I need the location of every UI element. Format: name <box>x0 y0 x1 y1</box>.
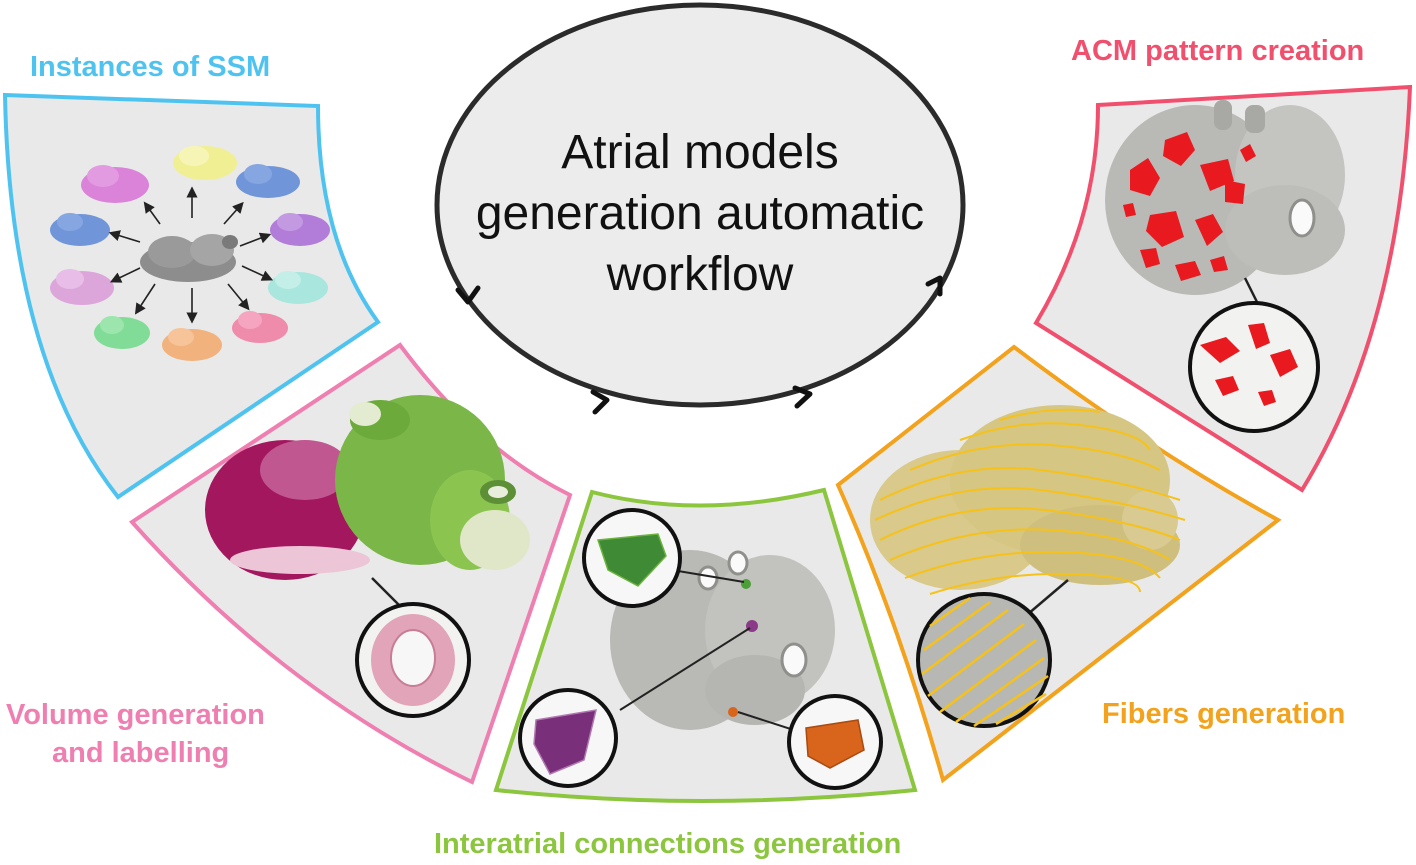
acm-label: ACM pattern creation <box>1071 35 1364 67</box>
volume-label-line1: Volume generation <box>6 699 265 731</box>
ssm-instances <box>50 146 330 361</box>
center-cycle: Atrial models generation automatic workf… <box>434 2 966 415</box>
ssm-mean-shape <box>140 234 238 282</box>
cycle-ellipse <box>434 2 966 408</box>
acm-fibrosis-pattern <box>1123 132 1256 281</box>
cycle-arrow-2 <box>590 389 610 415</box>
ssm-instance-7 <box>268 271 328 304</box>
interatrial-panel: Interatrial connections generation <box>434 487 918 860</box>
interatrial-inset-purple <box>518 688 618 788</box>
ssm-instance-4 <box>50 213 110 246</box>
center-title-line3: workflow <box>606 248 794 301</box>
fibers-strands <box>874 408 1186 595</box>
fibers-zoom-inset <box>916 592 1052 728</box>
volume-atrium-mesh <box>205 395 530 580</box>
cycle-arrow-1 <box>455 285 481 305</box>
volume-label-line2: and labelling <box>52 737 229 769</box>
ssm-panel: Instances of SSM <box>2 51 381 500</box>
fibers-label: Fibers generation <box>1102 698 1345 730</box>
volume-zoom-inset <box>355 602 471 718</box>
center-title-line2: generation automatic <box>476 187 924 240</box>
cycle-arrow-4 <box>925 275 943 297</box>
interatrial-inset-orange <box>787 694 883 790</box>
ssm-instance-1 <box>81 165 149 203</box>
fibers-panel: Fibers generation <box>835 344 1345 784</box>
center-title-line1: Atrial models <box>561 126 838 179</box>
ssm-instance-9 <box>162 328 222 361</box>
volume-panel: Volume generation and labelling <box>6 342 573 785</box>
acm-zoom-inset <box>1188 301 1320 433</box>
fibers-zoom-connector <box>1027 579 1069 615</box>
interatrial-inset-green <box>582 508 682 608</box>
ssm-instance-5 <box>270 213 330 246</box>
ssm-instance-8 <box>94 316 150 349</box>
ssm-label: Instances of SSM <box>30 51 270 83</box>
cycle-arrow-3 <box>792 385 813 409</box>
ssm-instance-3 <box>236 164 300 198</box>
ssm-instance-6 <box>50 269 114 305</box>
acm-atrium-mesh <box>1105 100 1345 295</box>
ssm-instance-10 <box>232 311 288 343</box>
ssm-instance-2 <box>173 146 237 180</box>
acm-panel: ACM pattern creation <box>1033 35 1413 493</box>
interatrial-label: Interatrial connections generation <box>434 828 901 860</box>
ssm-arrows <box>108 186 274 324</box>
interatrial-atrium-mesh <box>610 550 835 730</box>
